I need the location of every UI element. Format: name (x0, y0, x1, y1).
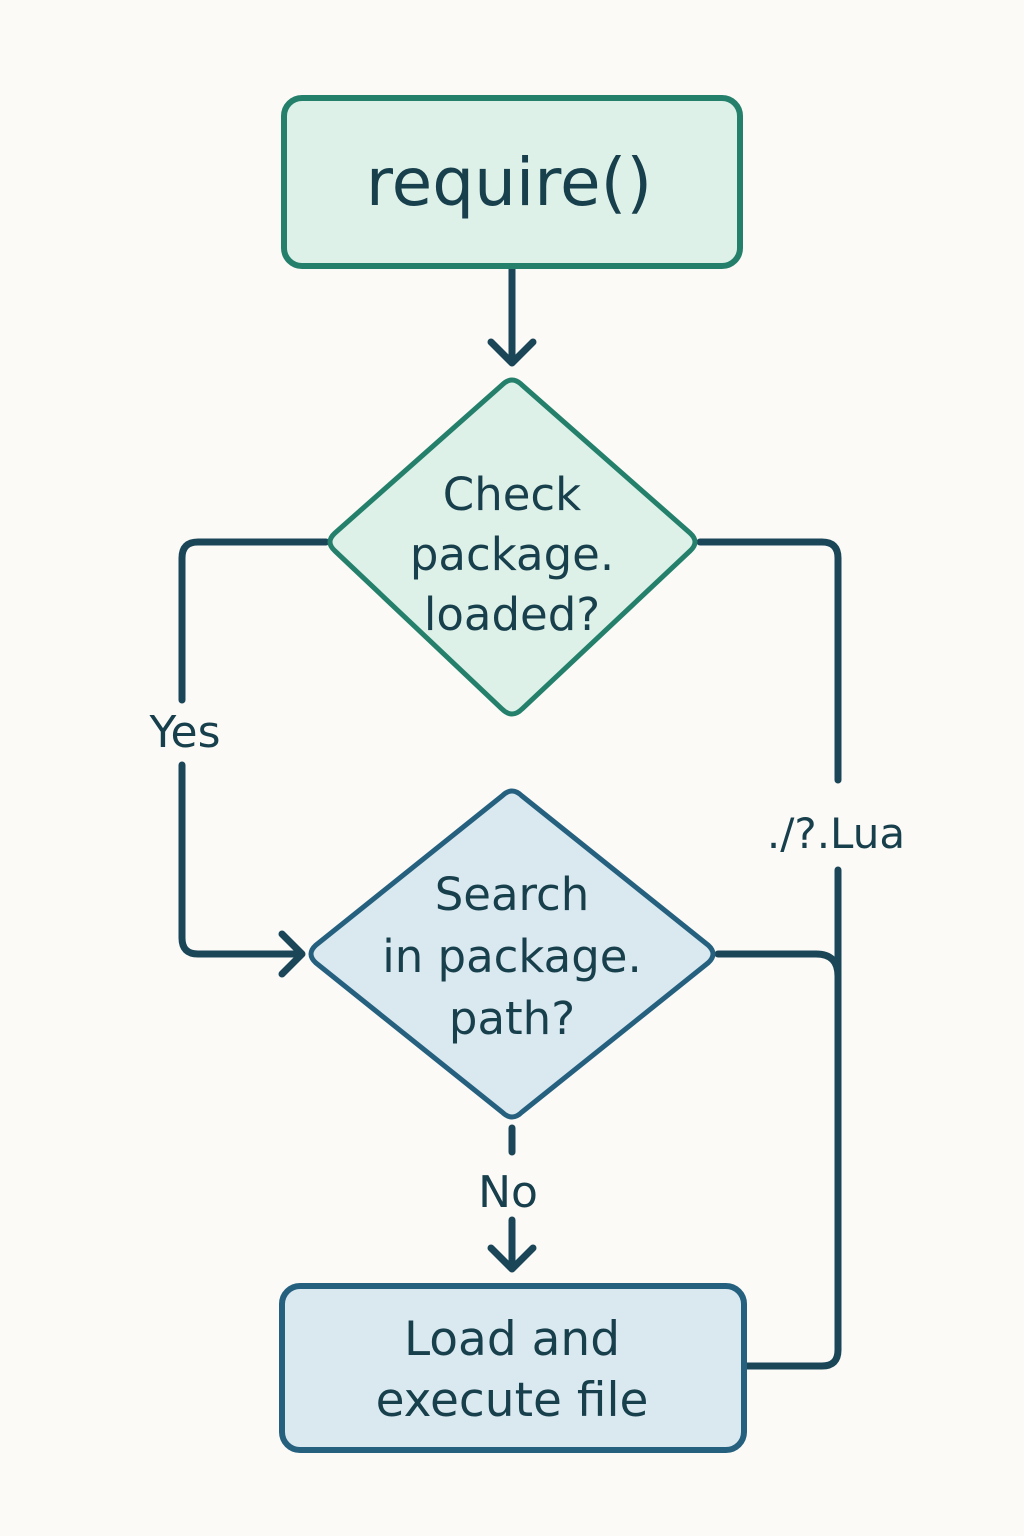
load-node-line-2: execute file (376, 1373, 649, 1428)
check-decision-line-2: package. (410, 528, 614, 581)
check-decision: Check package. loaded? (327, 377, 698, 717)
start-node: require() (281, 95, 743, 269)
edge-lua-path-bottom (742, 866, 842, 1370)
load-node-line-1: Load and (404, 1312, 620, 1367)
check-decision-diamond (327, 377, 698, 717)
search-decision-line-2: in package. (382, 930, 642, 983)
search-decision-line-3: path? (449, 992, 575, 1045)
edge-yes-path-bottom (178, 761, 304, 958)
yes-label: Yes (148, 707, 220, 758)
search-decision: Search in package. path? (308, 788, 716, 1120)
start-node-box (281, 95, 743, 269)
path-lua-label: ./?.Lua (767, 809, 905, 858)
check-decision-line-1: Check (443, 468, 581, 521)
start-node-label: require() (366, 144, 652, 221)
arrowhead-start-to-check (487, 338, 537, 367)
search-decision-line-1: Search (435, 868, 590, 921)
edge-yes-path-top (178, 538, 330, 704)
arrowhead-no (487, 1244, 537, 1273)
load-node-box (279, 1283, 747, 1453)
edge-search-right (714, 950, 842, 980)
arrowhead-yes (278, 930, 306, 978)
search-decision-diamond (308, 788, 716, 1120)
no-label: No (478, 1167, 538, 1218)
load-node: Load and execute file (279, 1283, 747, 1453)
connectors (178, 264, 842, 1370)
edge-lua-path-top (696, 538, 842, 784)
check-decision-line-3: loaded? (424, 588, 600, 641)
